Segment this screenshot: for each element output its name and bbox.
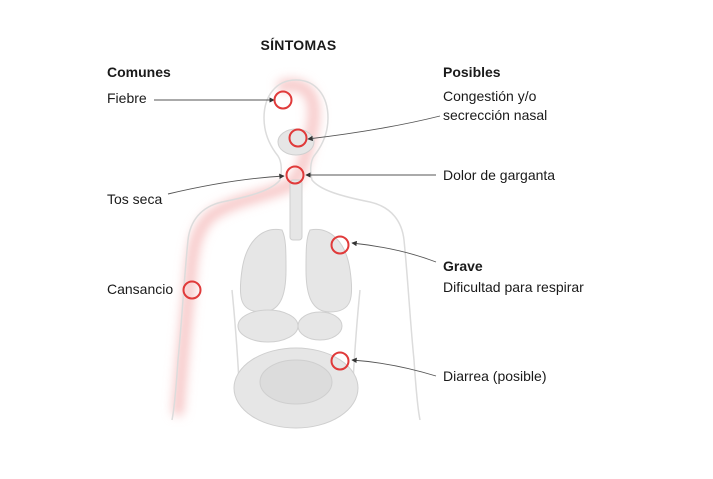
sinus [277, 128, 315, 156]
label-tos-seca: Tos seca [107, 191, 163, 207]
possible-header: Posibles [443, 64, 501, 80]
label-dolor-garganta: Dolor de garganta [443, 167, 556, 183]
marker-cansancio [182, 280, 202, 300]
leader-diarrea [351, 357, 437, 377]
label-cansancio: Cansancio [107, 281, 174, 297]
right-lung [305, 228, 353, 313]
symptom-markers [182, 90, 350, 371]
marker-fiebre [273, 90, 293, 110]
common-header: Comunes [107, 64, 171, 80]
left-lung [239, 228, 287, 313]
label-fiebre: Fiebre [107, 90, 147, 106]
leader-congestion [307, 115, 441, 142]
leader-grave [351, 240, 437, 263]
leader-tos [167, 173, 285, 195]
marker-congestion [288, 128, 308, 148]
marker-respirar [330, 235, 350, 255]
trachea [289, 179, 303, 241]
label-congestion-line2: secrección nasal [443, 107, 548, 123]
small-intestine [259, 359, 333, 405]
label-diarrea: Diarrea (posible) [443, 368, 547, 384]
severe-header: Grave [443, 258, 483, 274]
marker-diarrea [330, 351, 350, 371]
marker-garganta [285, 165, 305, 185]
page-title: SÍNTOMAS [260, 37, 337, 53]
label-dificultad-respirar: Dificultad para respirar [443, 279, 584, 295]
fever-glow [172, 78, 320, 416]
label-congestion-line1: Congestión y/o [443, 88, 537, 104]
stomach [297, 311, 343, 341]
organs [233, 128, 359, 429]
liver [237, 309, 299, 343]
leader-lines [154, 97, 441, 377]
